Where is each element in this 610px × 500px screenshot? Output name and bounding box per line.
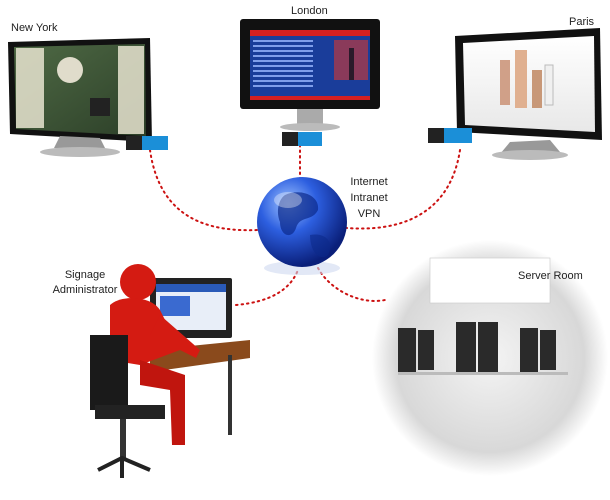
globe-icon (257, 177, 347, 275)
label-intranet: Intranet (350, 192, 388, 204)
new-york-display (8, 38, 152, 157)
label-internet: Internet (350, 176, 388, 188)
signage-administrator-figure (90, 264, 250, 478)
london-media-player (282, 132, 322, 146)
server-room-image (372, 240, 608, 476)
label-new-york: New York (11, 22, 58, 34)
label-london: London (291, 5, 328, 17)
paris-display (455, 28, 602, 160)
label-admin: Signage Administrator (44, 268, 126, 298)
connection-new-york (149, 149, 259, 232)
label-vpn: VPN (357, 208, 381, 220)
paris-media-player (428, 128, 472, 143)
new-york-media-player (126, 136, 168, 150)
label-network: Internet Intranet VPN (348, 174, 390, 222)
connection-server-room (317, 267, 386, 302)
label-signage: Signage (64, 269, 106, 281)
label-administrator: Administrator (52, 284, 118, 296)
label-paris: Paris (569, 16, 595, 28)
label-server-room: Server Room (518, 270, 583, 282)
london-display (240, 19, 380, 131)
connection-admin (235, 269, 299, 306)
connection-paris (346, 149, 461, 230)
